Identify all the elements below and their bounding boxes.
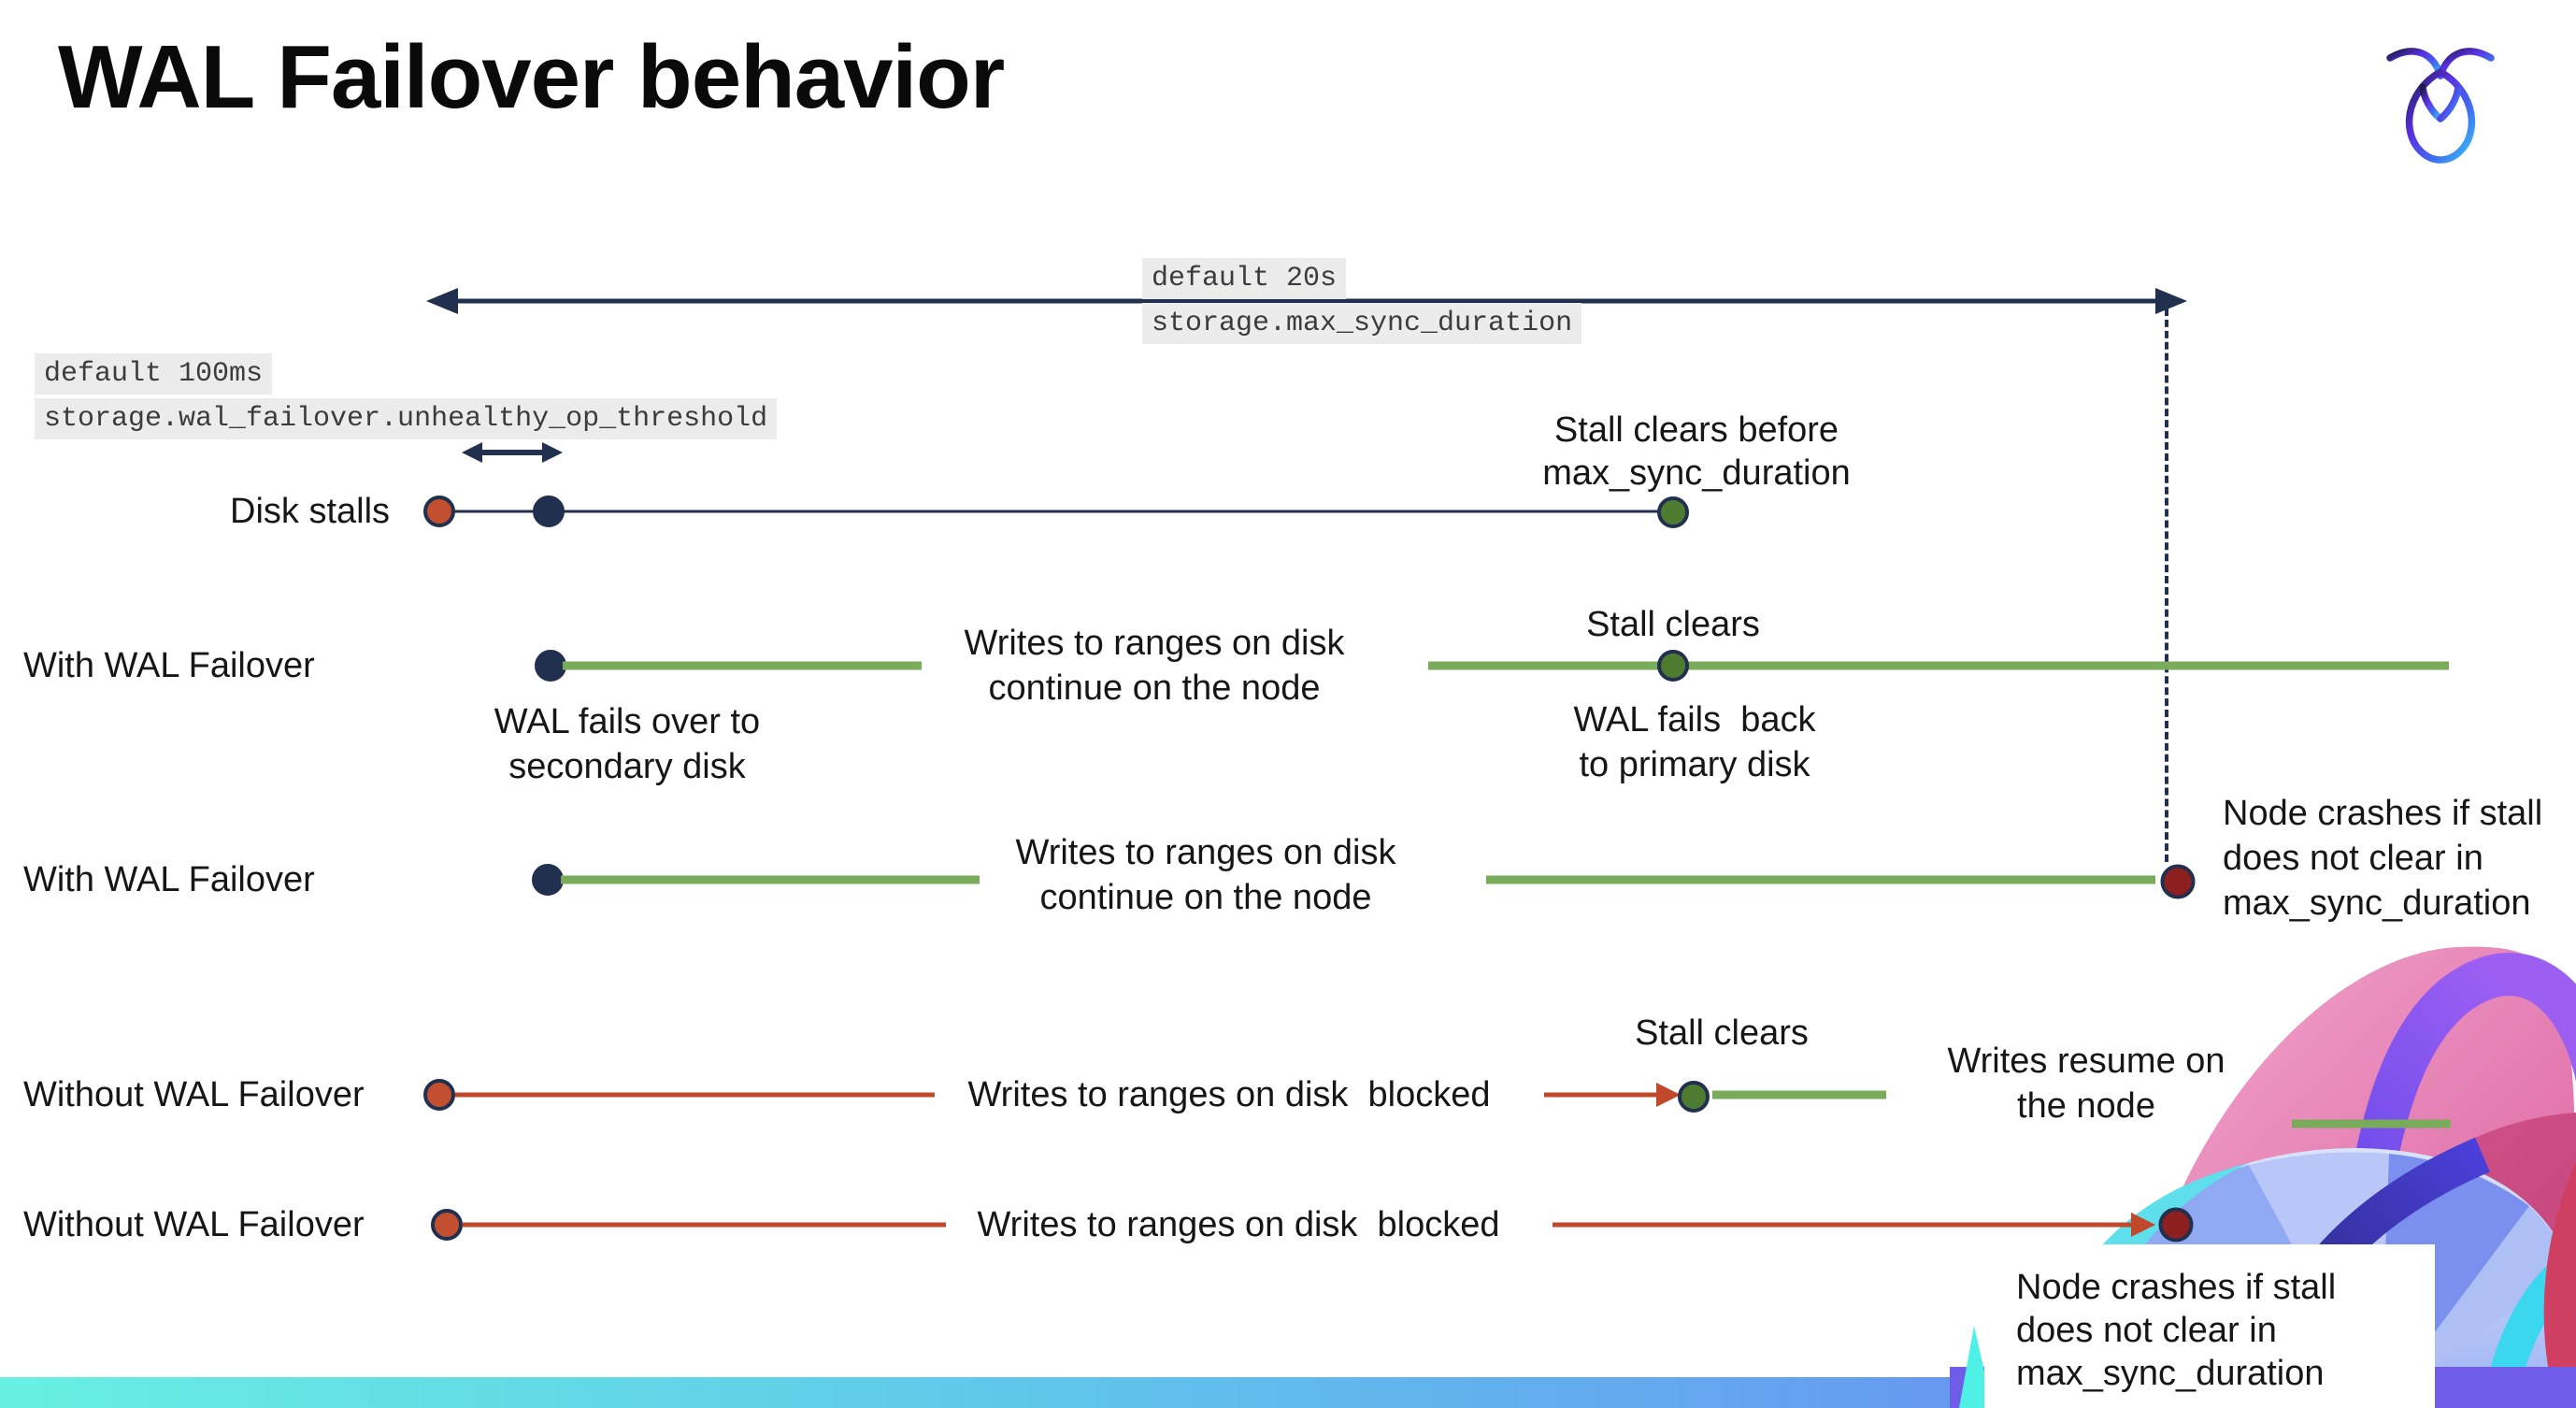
writes-resume-note: Writes resume on the node xyxy=(1947,1042,2225,1126)
node-crashes-callout-box xyxy=(1984,1244,2435,1408)
stall-clears-dot xyxy=(1657,496,1689,528)
cockroachdb-logo-icon xyxy=(2386,48,2495,164)
writes-continue-line xyxy=(563,661,922,670)
node-crashes-note-1: Node crashes if stall does not clear in … xyxy=(2223,794,2543,923)
writes-blocked-line-2b xyxy=(1553,1222,2133,1228)
writes-resume-line-1 xyxy=(1712,1090,1886,1099)
max-sync-setting-name: storage.max_sync_duration xyxy=(1142,303,1582,344)
threshold-reached-dot xyxy=(533,496,565,527)
failover-dot xyxy=(535,650,566,682)
writes-continue-line-3 xyxy=(561,875,980,884)
writes-blocked-line-1 xyxy=(455,1092,935,1098)
stall-clears-note-1: Stall clears xyxy=(1586,605,1760,644)
writes-blocked-note-1: Writes to ranges on disk blocked xyxy=(967,1075,1491,1114)
arrowhead-left-icon xyxy=(426,288,458,314)
wal-fails-back-note: WAL fails back to primary disk xyxy=(1573,700,1816,784)
writes-continue-line-2 xyxy=(1428,661,2449,670)
stall-start-dot-3 xyxy=(431,1209,463,1241)
row-label-without-wal-failover-1: Without WAL Failover xyxy=(23,1075,365,1114)
arrowhead-right-icon xyxy=(2155,288,2187,314)
node-crashes-note-2: Node crashes if stall does not clear in … xyxy=(2016,1268,2337,1393)
max-sync-duration-dashed-boundary xyxy=(2165,309,2168,862)
stall-clears-before-note: Stall clears before max_sync_duration xyxy=(1542,410,1851,493)
unhealthy-op-setting-name: storage.wal_failover.unhealthy_op_thresh… xyxy=(35,398,778,439)
small-arrowhead-right-icon xyxy=(542,442,563,463)
writes-continue-line-4 xyxy=(1486,875,2155,884)
failover-dot-2 xyxy=(532,864,564,896)
node-crash-dot-2 xyxy=(2158,1207,2194,1243)
disk-stall-timeline xyxy=(439,510,1673,513)
stall-clears-dot-3 xyxy=(1678,1081,1710,1113)
threshold-span-line xyxy=(480,450,544,455)
stall-clears-dot-2 xyxy=(1657,650,1689,682)
writes-blocked-note-2: Writes to ranges on disk blocked xyxy=(977,1205,1500,1244)
row-label-with-wal-failover-2: With WAL Failover xyxy=(23,860,315,899)
row-label-without-wal-failover-2: Without WAL Failover xyxy=(23,1205,365,1244)
max-sync-duration-span-line xyxy=(456,298,2155,304)
small-arrowhead-left-icon xyxy=(462,442,482,463)
writes-blocked-line-1b xyxy=(1544,1092,1658,1098)
writes-continue-note-2: Writes to ranges on disk continue on the… xyxy=(1015,833,1396,917)
writes-continue-note-1: Writes to ranges on disk continue on the… xyxy=(964,624,1345,708)
stall-start-dot-2 xyxy=(423,1079,455,1111)
writes-blocked-line-2 xyxy=(463,1222,946,1228)
red-arrowhead-icon-1 xyxy=(1656,1083,1681,1107)
stall-clears-note-2: Stall clears xyxy=(1635,1013,1809,1053)
max-sync-duration-label: default 20s storage.max_sync_duration xyxy=(1142,258,1582,344)
unhealthy-op-threshold-label: default 100ms storage.wal_failover.unhea… xyxy=(35,353,778,439)
red-arrowhead-icon-2 xyxy=(2131,1213,2155,1237)
wal-fails-over-note: WAL fails over to secondary disk xyxy=(494,702,761,786)
writes-resume-line-2 xyxy=(2292,1119,2451,1128)
max-sync-default-value: default 20s xyxy=(1142,258,1347,299)
row-label-with-wal-failover-1: With WAL Failover xyxy=(23,646,315,685)
stall-start-dot xyxy=(423,496,455,527)
node-crash-dot-1 xyxy=(2160,864,2196,899)
page-title: WAL Failover behavior xyxy=(58,27,1005,127)
unhealthy-op-default-value: default 100ms xyxy=(35,353,273,395)
row-label-disk-stalls: Disk stalls xyxy=(230,492,391,531)
